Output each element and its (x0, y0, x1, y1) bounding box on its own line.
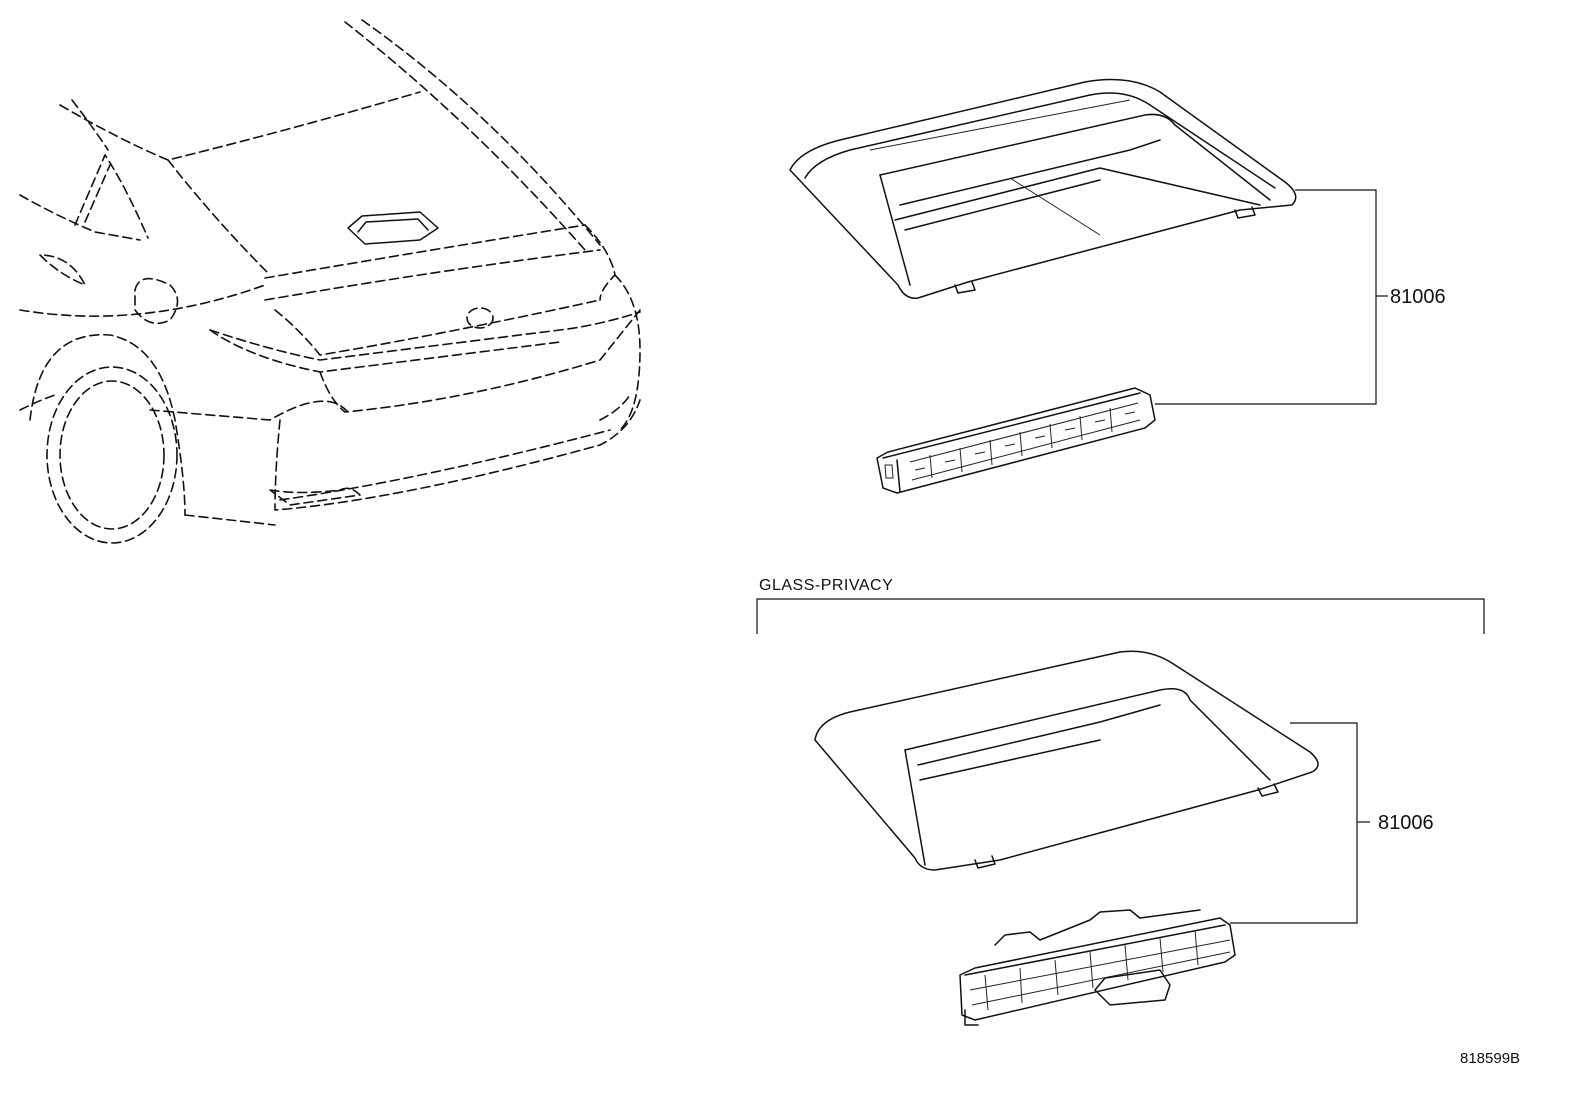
lower-led-module (959, 909, 1236, 1026)
upper-leader-line (1155, 189, 1377, 405)
upper-led-module (876, 387, 1156, 494)
upper-part-number: 81006 (1390, 286, 1446, 308)
lower-part-number: 81006 (1378, 812, 1434, 834)
group-label: GLASS-PRIVACY (759, 577, 893, 594)
upper-lamp-cover (789, 78, 1297, 299)
group-bracket (756, 598, 1485, 634)
lower-lamp-cover (814, 650, 1319, 871)
lower-leader-line (1230, 722, 1358, 924)
figure-reference: 818599B (1460, 1050, 1520, 1067)
vehicle-rear-view (19, 19, 641, 544)
